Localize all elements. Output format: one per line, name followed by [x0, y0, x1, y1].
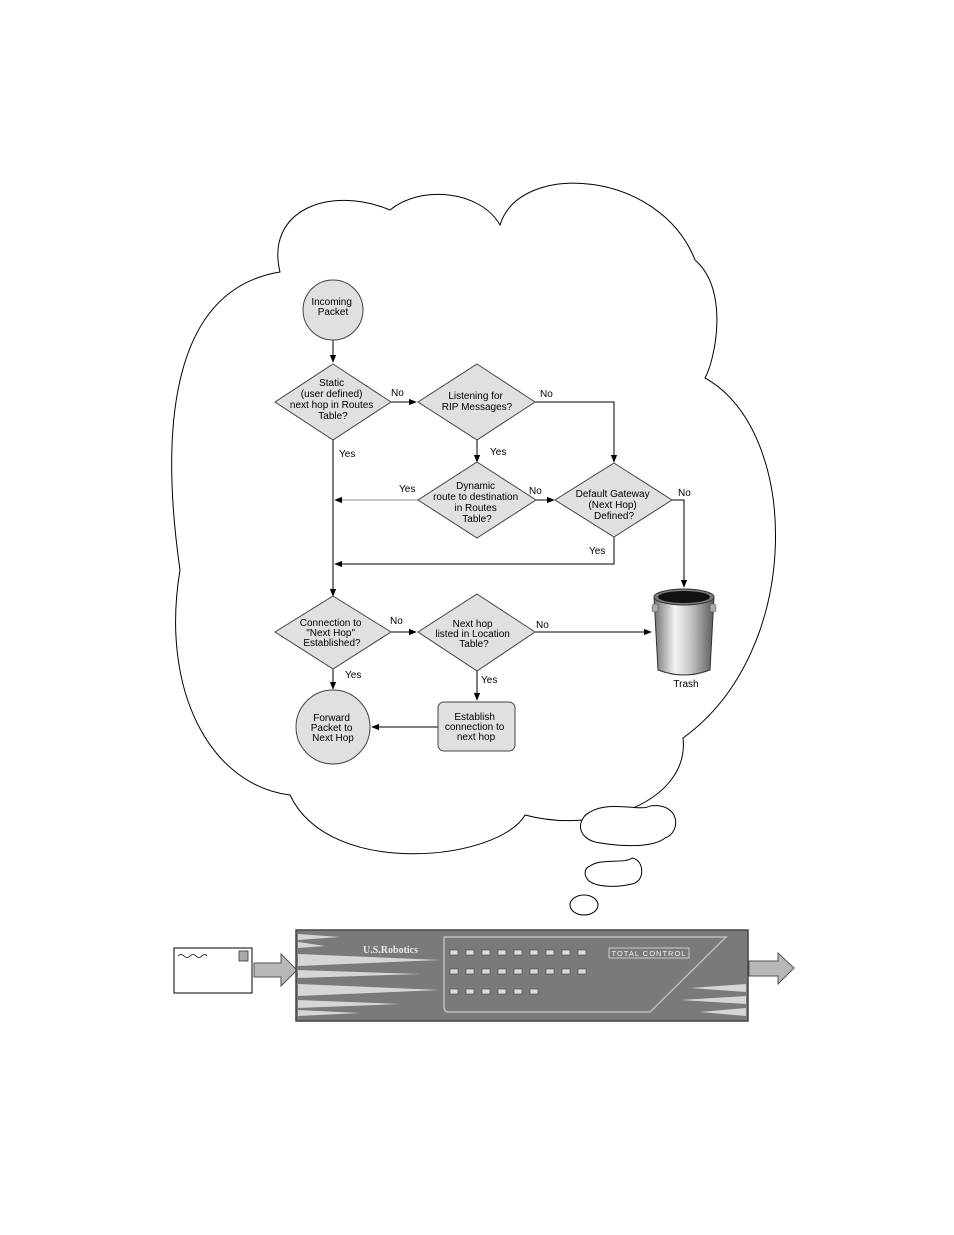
- device-product-label: TOTAL CONTROL: [612, 949, 687, 958]
- node-gateway-decision: [554, 462, 673, 538]
- device-brand-logo: U.S.Robotics: [363, 945, 418, 956]
- envelope-icon: [173, 947, 253, 994]
- node-connection-decision: [274, 595, 392, 670]
- node-gateway-text: Default Gateway (Next Hop) Defined?: [576, 489, 653, 522]
- edge-label-nexthop-no: No: [536, 620, 549, 631]
- output-arrow-icon: [748, 951, 795, 986]
- edge-label-static-yes: Yes: [339, 449, 355, 460]
- trash-can-icon: [651, 588, 717, 676]
- edge-gateway-main: [334, 537, 615, 568]
- edge-label-gateway-yes: Yes: [589, 546, 605, 557]
- edge-label-gateway-no: No: [678, 488, 691, 499]
- node-rip-text: Listening for RIP Messages?: [442, 391, 513, 413]
- node-nexthop-decision: [417, 593, 536, 672]
- node-static-text: Static (user defined) next hop in Routes…: [290, 378, 376, 422]
- edge-label-nexthop-yes: Yes: [481, 675, 497, 686]
- node-static-decision: [274, 363, 392, 441]
- node-rip-decision: [417, 363, 536, 441]
- node-forward-packet: [295, 689, 371, 765]
- node-dynamic-decision: [417, 461, 537, 539]
- edge-label-connection-no: No: [390, 616, 403, 627]
- thought-bubble-large: [580, 805, 677, 847]
- thought-bubble-small: [569, 894, 599, 916]
- thought-bubble-medium: [584, 857, 643, 887]
- edge-label-rip-yes: Yes: [490, 447, 506, 458]
- node-incoming-packet: [302, 279, 364, 341]
- router-device: [295, 929, 749, 1022]
- input-arrow-icon: [253, 952, 298, 988]
- node-dynamic-text: Dynamic route to destination in Routes T…: [433, 481, 521, 525]
- edge-label-connection-yes: Yes: [345, 670, 361, 681]
- trash-label: Trash: [673, 679, 698, 690]
- edge-gateway-trash: [672, 499, 688, 588]
- node-forward-text: Forward Packet to Next Hop: [311, 713, 355, 744]
- node-connection-text: Connection to "Next Hop" Established?: [300, 618, 365, 649]
- edge-label-static-no: No: [391, 388, 404, 399]
- edge-label-dynamic-no: No: [529, 486, 542, 497]
- edge-label-rip-no: No: [540, 389, 553, 400]
- edge-rip-gateway: [535, 401, 618, 463]
- edge-label-dynamic-yes: Yes: [399, 484, 415, 495]
- node-incoming-text: Incoming Packet: [311, 297, 354, 318]
- node-nexthop-text: Next hop listed in Location Table?: [435, 619, 512, 650]
- node-establish-text: Establish connection to next hop: [445, 712, 507, 743]
- node-establish-process: [437, 701, 516, 752]
